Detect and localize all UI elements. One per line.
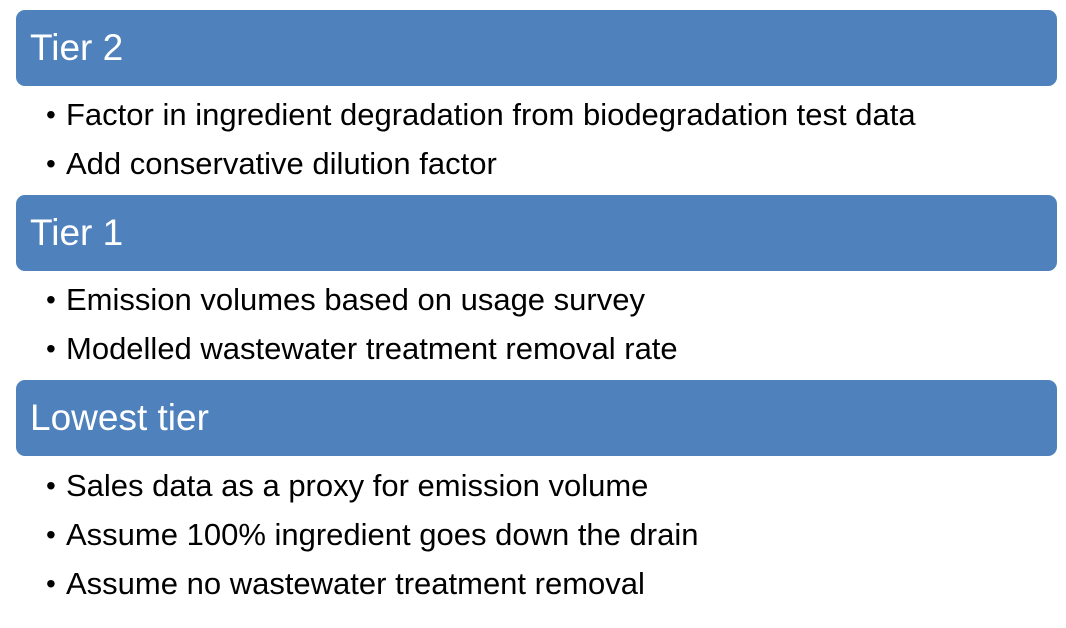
tier-header-tier-1: Tier 1 — [16, 195, 1057, 271]
bullet-icon: • — [46, 332, 56, 364]
list-item: • Assume 100% ingredient goes down the d… — [46, 510, 698, 559]
bullet-text: Sales data as a proxy for emission volum… — [66, 467, 649, 503]
tier-title: Lowest tier — [30, 396, 209, 438]
tier-title: Tier 1 — [30, 211, 124, 253]
bullet-text: Factor in ingredient degradation from bi… — [66, 96, 916, 132]
tier-header-tier-2: Tier 2 — [16, 10, 1057, 86]
list-item: • Sales data as a proxy for emission vol… — [46, 461, 698, 510]
bullet-icon: • — [46, 567, 56, 599]
tier-title: Tier 2 — [30, 26, 124, 68]
list-item: • Emission volumes based on usage survey — [46, 275, 678, 324]
lowest-tier-bullet-list: • Sales data as a proxy for emission vol… — [46, 461, 698, 608]
bullet-icon: • — [46, 518, 56, 550]
bullet-text: Add conservative dilution factor — [66, 145, 497, 181]
tier-2-bullet-list: • Factor in ingredient degradation from … — [46, 90, 916, 188]
bullet-icon: • — [46, 283, 56, 315]
bullet-text: Assume no wastewater treatment removal — [66, 565, 645, 601]
bullet-text: Assume 100% ingredient goes down the dra… — [66, 516, 699, 552]
list-item: • Assume no wastewater treatment removal — [46, 559, 698, 608]
bullet-text: Modelled wastewater treatment removal ra… — [66, 330, 678, 366]
bullet-text: Emission volumes based on usage survey — [66, 281, 645, 317]
bullet-icon: • — [46, 98, 56, 130]
list-item: • Factor in ingredient degradation from … — [46, 90, 916, 139]
tier-1-bullet-list: • Emission volumes based on usage survey… — [46, 275, 678, 373]
list-item: • Add conservative dilution factor — [46, 139, 916, 188]
bullet-icon: • — [46, 147, 56, 179]
bullet-icon: • — [46, 469, 56, 501]
tier-header-lowest-tier: Lowest tier — [16, 380, 1057, 456]
list-item: • Modelled wastewater treatment removal … — [46, 324, 678, 373]
